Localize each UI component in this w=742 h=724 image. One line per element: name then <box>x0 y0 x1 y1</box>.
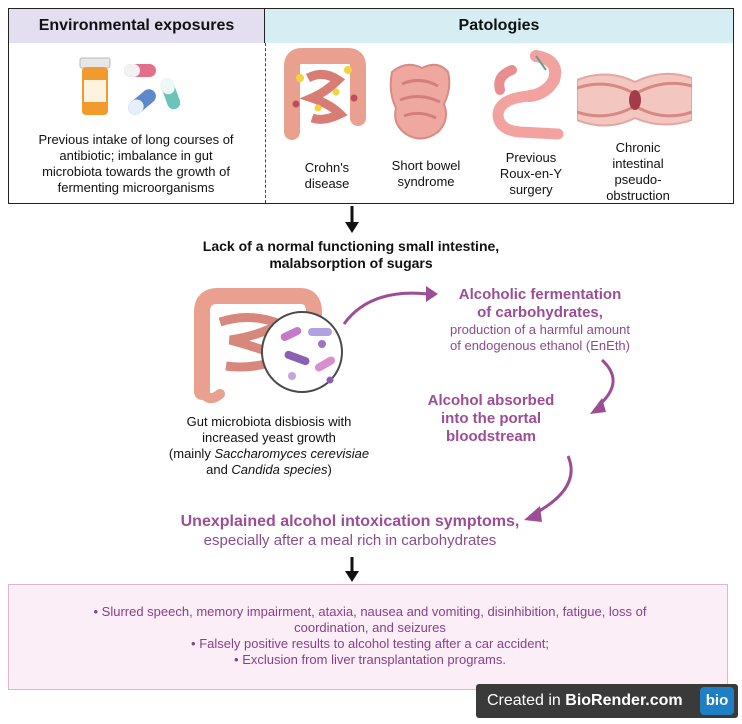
fermentation-body: production of a harmful amount <box>450 322 630 337</box>
top-panel: Environmental exposures Patologies <box>8 8 734 204</box>
fermentation-title: Alcoholic fermentation <box>458 286 622 303</box>
biorender-badge-text: Created in BioRender.com <box>487 690 683 712</box>
antibiotic-pills-icon <box>79 57 181 115</box>
pathologies-header: Patologies <box>265 9 733 43</box>
symptom-bullet: coordination, and seizures <box>294 620 446 635</box>
pathology-label: intestinal <box>612 156 664 171</box>
intestinal-pseudo-obstruction-icon <box>577 72 692 127</box>
environment-text-line: microbiota towards the growth of <box>42 164 230 179</box>
crohns-colon-icon <box>284 48 366 140</box>
microbiota-text-line: Gut microbiota disbiosis with <box>186 414 352 429</box>
environmental-exposures-header: Environmental exposures <box>9 9 265 43</box>
gut-microbiota-illustration <box>194 288 343 404</box>
symptom-bullet: • Exclusion from liver transplantation p… <box>234 652 506 667</box>
symptom-bullet: • Slurred speech, memory impairment, ata… <box>93 604 647 619</box>
lack-of-intestine-line: Lack of a normal functioning small intes… <box>202 238 500 254</box>
environment-text-line: fermenting microorganisms <box>57 180 215 195</box>
pathology-label: Crohn's <box>304 160 350 175</box>
pathology-label: disease <box>304 176 350 191</box>
down-arrow-icon <box>345 206 359 233</box>
microbiota-text-line: increased yeast growth <box>202 430 336 445</box>
pathology-label: obstruction <box>606 188 670 203</box>
symptoms-subtitle: especially after a meal rich in carbohyd… <box>203 532 497 549</box>
symptom-bullet: • Falsely positive results to alcohol te… <box>191 636 549 651</box>
absorbed-line: Alcohol absorbed <box>427 392 555 409</box>
pathology-label: Short bowel <box>391 158 461 173</box>
absorbed-line: bloodstream <box>445 428 536 445</box>
roux-en-y-surgery-icon <box>492 50 564 140</box>
pathology-label: surgery <box>509 182 553 197</box>
environment-text-line: Previous intake of long courses of <box>38 132 234 147</box>
fermentation-title: of carbohydrates, <box>477 304 603 321</box>
microbiota-text-line: (mainly Saccharomyces cerevisiae <box>166 446 372 462</box>
species-name: Candida species <box>231 462 328 477</box>
microbiota-text-part: (mainly <box>168 446 215 461</box>
lack-of-intestine-line: malabsorption of sugars <box>269 255 433 271</box>
curved-arrow-icon <box>524 455 573 522</box>
symptoms-title: Unexplained alcohol intoxication symptom… <box>180 513 520 530</box>
microbiota-text-line: and Candida species) <box>166 462 372 478</box>
pathology-label: pseudo- <box>614 172 662 187</box>
badge-brand: BioRender.com <box>565 692 683 709</box>
symptoms-list-box <box>8 584 728 690</box>
curved-arrow-icon <box>590 358 615 414</box>
down-arrow-icon <box>345 557 359 582</box>
pathology-label: Roux-en-Y <box>499 166 563 181</box>
badge-prefix: Created in <box>487 692 566 709</box>
environment-text-line: antibiotic; imbalance in gut <box>59 148 213 163</box>
microbiota-text-part: ) <box>327 462 332 477</box>
short-bowel-icon <box>389 63 451 140</box>
pathology-label: syndrome <box>397 174 455 189</box>
microbiota-text-part: and <box>206 462 232 477</box>
panel-divider <box>265 43 266 203</box>
curved-arrow-icon <box>342 286 438 325</box>
pathology-label: Previous <box>505 150 557 165</box>
absorbed-line: into the portal <box>441 410 541 427</box>
species-name: Saccharomyces cerevisiae <box>214 446 370 461</box>
biorender-badge[interactable] <box>476 684 738 718</box>
biorender-logo-icon: bio <box>700 687 734 715</box>
pathology-label: Chronic <box>615 140 661 155</box>
fermentation-body: of endogenous ethanol (EnEth) <box>450 338 630 353</box>
